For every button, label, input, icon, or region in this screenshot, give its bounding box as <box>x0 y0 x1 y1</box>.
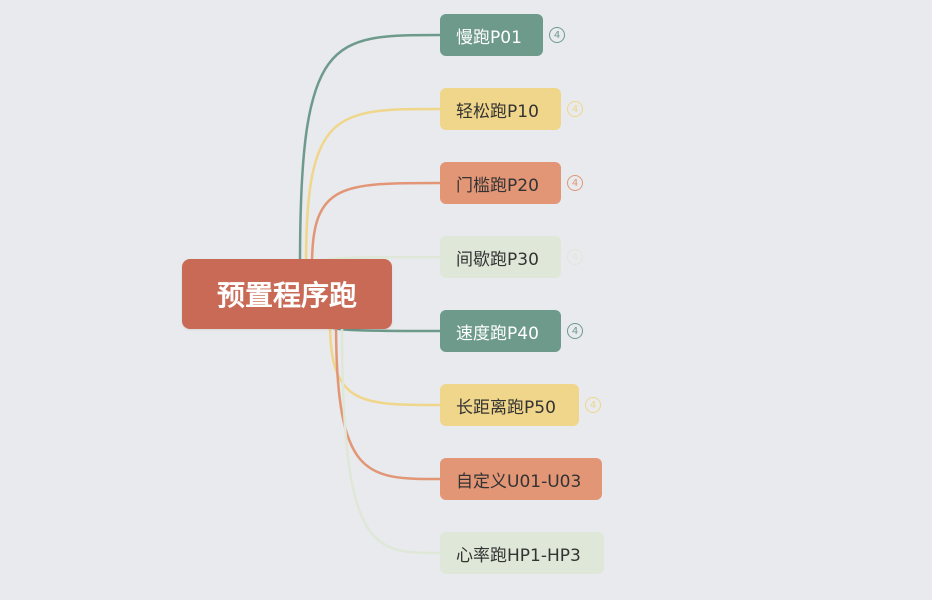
collapsed-count-badge[interactable]: 4 <box>585 397 601 413</box>
collapsed-count-badge[interactable]: 4 <box>567 249 583 265</box>
branch-topic-6[interactable]: 长距离跑P50 <box>440 384 579 426</box>
branch-topic-3[interactable]: 门槛跑P20 <box>440 162 561 204</box>
branch-topic-7[interactable]: 自定义U01-U03 <box>440 458 602 500</box>
branch-topic-label: 间歇跑P30 <box>456 249 539 270</box>
branch-topic-label: 速度跑P40 <box>456 323 539 344</box>
connector-line-7 <box>334 321 441 481</box>
collapsed-count-badge[interactable]: 4 <box>567 175 583 191</box>
branch-topic-5[interactable]: 速度跑P40 <box>440 310 561 352</box>
branch-topic-label: 心率跑HP1-HP3 <box>456 545 581 566</box>
branch-topic-4[interactable]: 间歇跑P30 <box>440 236 561 278</box>
connector-line-1 <box>298 33 441 266</box>
branch-topic-1[interactable]: 慢跑P01 <box>440 14 543 56</box>
branch-topic-label: 轻松跑P10 <box>456 101 539 122</box>
branch-topic-label: 自定义U01-U03 <box>456 471 582 492</box>
collapsed-count-badge[interactable]: 4 <box>567 323 583 339</box>
branch-topic-2[interactable]: 轻松跑P10 <box>440 88 561 130</box>
branch-topic-label: 慢跑P01 <box>456 27 522 48</box>
root-topic-label: 预置程序跑 <box>216 279 357 312</box>
root-topic[interactable]: 预置程序跑 <box>182 259 392 329</box>
connector-line-6 <box>328 321 441 407</box>
connector-line-8 <box>340 321 441 555</box>
connector-line-2 <box>304 107 441 266</box>
collapsed-count-badge[interactable]: 4 <box>567 101 583 117</box>
branch-topic-8[interactable]: 心率跑HP1-HP3 <box>440 532 604 574</box>
collapsed-count-badge[interactable]: 4 <box>549 27 565 43</box>
branch-topic-label: 门槛跑P20 <box>456 175 539 196</box>
connector-line-3 <box>310 181 441 266</box>
branch-topic-label: 长距离跑P50 <box>456 397 556 418</box>
